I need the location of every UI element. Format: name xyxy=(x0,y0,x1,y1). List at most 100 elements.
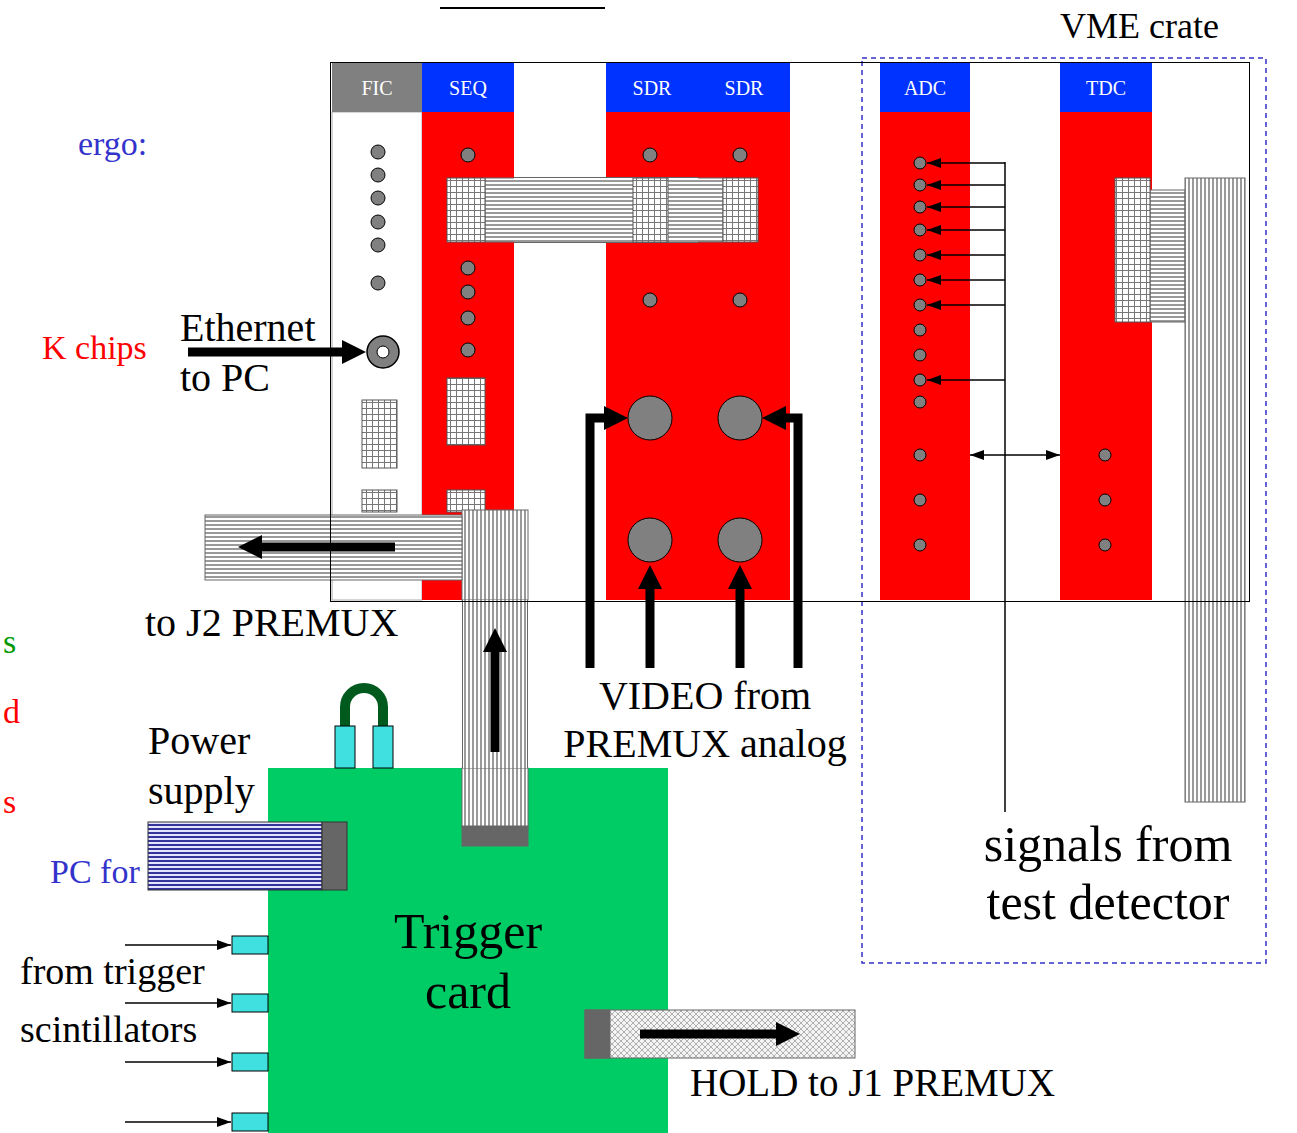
crate-label: VME crate xyxy=(1060,6,1219,47)
annotation-label: ergo: xyxy=(78,124,147,163)
module-header: TDC xyxy=(1060,63,1152,112)
lemo-socket xyxy=(733,148,747,162)
board-connector xyxy=(362,378,485,512)
signal-arrow xyxy=(927,229,1005,231)
lemo-socket xyxy=(371,276,385,290)
lemo-socket xyxy=(914,349,926,361)
annotation-label: K chips xyxy=(42,328,147,367)
signal-arrow xyxy=(927,379,1005,381)
vme-module: SDR xyxy=(698,63,790,600)
input-connector xyxy=(232,936,268,954)
lemo-socket xyxy=(461,343,475,357)
board-connector xyxy=(447,178,1150,322)
module-body xyxy=(1060,112,1152,600)
jumper xyxy=(335,726,355,768)
vme-module: ADC xyxy=(880,63,970,600)
module-name: TDC xyxy=(1086,76,1126,100)
lemo-socket xyxy=(643,148,657,162)
lemo-socket xyxy=(461,261,475,275)
board-connector xyxy=(447,490,485,512)
ribbon-cable xyxy=(514,178,698,242)
lemo-socket xyxy=(1099,449,1111,461)
module-name: SDR xyxy=(725,76,764,100)
vme-module: SDR xyxy=(606,63,698,600)
vme-crate: FICSEQSDRSDRADCTDCVME crate xyxy=(330,62,1250,602)
lemo-socket xyxy=(914,449,926,461)
signal-arrow xyxy=(970,454,1060,456)
module-name: FIC xyxy=(361,76,392,100)
lemo-socket xyxy=(1099,494,1111,506)
ethernet-socket xyxy=(367,336,399,368)
board-connector xyxy=(362,400,397,468)
lemo-socket xyxy=(914,157,926,169)
thick-arrow xyxy=(590,418,612,668)
annotation-label: PC for xyxy=(50,852,140,891)
module-name: SEQ xyxy=(449,76,487,100)
thick-arrow xyxy=(736,581,745,668)
signal-arrow xyxy=(927,279,1005,281)
lemo-socket xyxy=(461,285,475,299)
signal-arrow xyxy=(125,1002,231,1004)
board-connector xyxy=(1115,178,1150,322)
lemo-socket xyxy=(914,249,926,261)
thick-arrow xyxy=(646,581,655,668)
trigger-card: Trigger card xyxy=(268,768,668,1133)
input-connector xyxy=(232,994,268,1012)
annotation-label: s xyxy=(3,782,16,821)
signal-arrow xyxy=(491,644,500,752)
signal-arrow xyxy=(125,1121,231,1123)
title-underline xyxy=(440,8,605,9)
input-connector xyxy=(232,1053,268,1071)
test-region-outline xyxy=(862,58,1266,963)
annotation-label: s xyxy=(3,622,16,661)
board-connector xyxy=(362,490,397,512)
vme-module: SEQ xyxy=(422,63,514,600)
ribbon-cable xyxy=(1185,178,1245,802)
lemo-socket xyxy=(371,215,385,229)
ethernet-socket xyxy=(367,336,399,368)
card-title: Trigger card xyxy=(368,901,568,1021)
power-connector xyxy=(322,822,347,890)
module-header: SDR xyxy=(698,63,790,112)
input-connector xyxy=(232,1113,268,1131)
lemo-socket xyxy=(914,179,926,191)
ribbon-cable xyxy=(585,1010,610,1058)
module-header: FIC xyxy=(332,63,422,112)
trigger-card-body xyxy=(268,768,668,1133)
lemo-socket xyxy=(1099,539,1111,551)
board-connector xyxy=(447,178,485,242)
lemo-socket xyxy=(914,274,926,286)
connector xyxy=(514,210,698,211)
lemo-socket xyxy=(733,293,747,307)
thick-arrow xyxy=(254,543,395,552)
signal-arrow xyxy=(927,162,1005,164)
module-header: ADC xyxy=(880,63,970,112)
connector xyxy=(970,455,1060,456)
lemo-socket xyxy=(371,168,385,182)
lemo-socket xyxy=(914,539,926,551)
annotation-label: HOLD to J1 PREMUX xyxy=(690,1060,1055,1105)
ribbon-cable xyxy=(485,178,723,242)
lemo-socket xyxy=(461,148,475,162)
lemo-socket xyxy=(914,374,926,386)
lemo-socket xyxy=(371,145,1111,562)
signal-arrow xyxy=(927,304,1005,306)
annotation-label: Power supply xyxy=(148,716,268,816)
power-connector xyxy=(148,822,347,890)
lemo-socket xyxy=(914,224,926,236)
lemo-socket xyxy=(371,145,385,159)
ribbon-cable xyxy=(1150,190,1185,322)
ribbon-cable xyxy=(585,1010,855,1058)
ribbon-cable-edge xyxy=(514,177,698,243)
module-name: SDR xyxy=(633,76,672,100)
module-header: SDR xyxy=(606,63,698,112)
lemo-socket xyxy=(914,494,926,506)
lemo-socket xyxy=(718,518,762,562)
signal-arrow xyxy=(927,184,1005,186)
ribbon-cable xyxy=(462,826,528,846)
board-connector xyxy=(723,178,758,242)
lemo-socket xyxy=(914,299,926,311)
signal-arrow xyxy=(927,254,1005,256)
module-header: SEQ xyxy=(422,63,514,112)
